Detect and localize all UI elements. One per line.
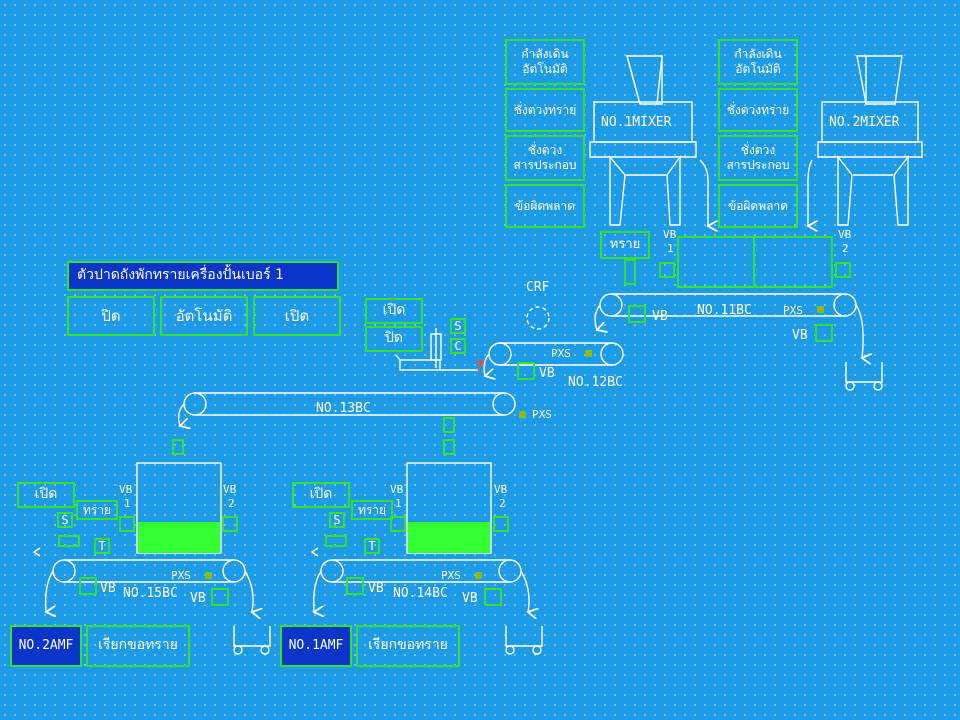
vb2-num-11bc: 2 (842, 242, 849, 255)
c-indicator-cylinder: C (450, 338, 466, 354)
gate-panel-title: ตัวปาดถังพักทรายเครื่องปั้นเบอร์ 1 (67, 261, 339, 291)
amf1-vb-label-left: VB (368, 581, 384, 596)
pxs-label-11bc: PXS (783, 304, 803, 317)
amf2-vb1-num: 1 (124, 497, 131, 510)
pxs-indicator-13bc (519, 411, 526, 418)
amf1-vb1-label: VB (390, 483, 404, 496)
amf2-request-sand-button[interactable]: เรียกขอทราย (86, 625, 190, 667)
mixer1-status-auto: กำลังเดิน อัตโนมัติ (505, 39, 585, 85)
amf2-vb-indicator-left (79, 577, 97, 595)
vb1-num-11bc: 1 (667, 242, 674, 255)
amf1-vb-label-right: VB (462, 591, 478, 606)
amf1-sand-level (408, 522, 490, 553)
amf2-vb-label-left: VB (100, 581, 116, 596)
amf1-button[interactable]: NO.1AMF (280, 625, 352, 667)
amf2-pxs-indicator (205, 572, 212, 579)
vb2-indicator-11bc (835, 262, 851, 278)
amf1-sand-label: ทราย (351, 500, 393, 520)
cylinder-close-button[interactable]: ปิด (365, 326, 423, 352)
amf2-chute-indicator (172, 439, 184, 455)
mixer1-label: NO.1MIXER (601, 115, 672, 130)
amf2-vb1-indicator (119, 516, 135, 532)
amf1-s-indicator: S (329, 512, 345, 528)
amf1-vb-indicator-right (484, 588, 502, 606)
mixer1-weigh-ingredient: ชั่งตวง สารประกอบ (505, 135, 585, 181)
gate-close-button[interactable]: ปิด (67, 296, 155, 336)
bc13-label: NO.13BC (316, 401, 371, 416)
amf1-chute-indicator (443, 439, 455, 455)
amf2-pxs-label: PXS (171, 569, 191, 582)
amf2-cylinder (58, 535, 80, 547)
amf1-vb1-indicator (390, 516, 406, 532)
mixer2-error: ข้อผิดพลาด (718, 184, 798, 228)
amf2-button[interactable]: NO.2AMF (10, 625, 82, 667)
sand-gate-indicator (624, 259, 636, 285)
amf2-vb2-indicator (222, 516, 238, 532)
mixer2-weigh-sand: ชั่งตวงทราย (718, 88, 798, 132)
bc12-label: NO.12BC (568, 375, 623, 390)
amf2-sand-level (138, 522, 220, 553)
pxs-label-13bc: PXS (532, 408, 552, 421)
amf1-pxs-label: PXS (441, 569, 461, 582)
amf1-cylinder (325, 535, 347, 547)
conveyor-13bc-drawing (177, 392, 516, 426)
amf1-request-sand-button[interactable]: เรียกขอทราย (356, 625, 460, 667)
amf2-vb2-num: 2 (228, 497, 235, 510)
pxs-indicator-12bc (585, 350, 592, 357)
bc15-label: NO.15BC (123, 586, 178, 601)
vb-indicator-11bc-right (815, 324, 833, 342)
amf1-t-indicator: T (364, 538, 380, 554)
amf2-vb-label-right: VB (190, 591, 206, 606)
mixer2-weigh-ingredient: ชั่งตวง สารประกอบ (718, 135, 798, 181)
vb-indicator-11bc-left (628, 305, 646, 323)
mixer1-error: ข้อผิดพลาด (505, 184, 585, 228)
gate-open-button[interactable]: เปิด (253, 296, 341, 336)
gate-cylinder-drawing (395, 328, 484, 371)
amf1-vb-indicator-left (346, 577, 364, 595)
sand-button-11bc[interactable]: ทราย (600, 231, 650, 259)
cylinder-open-button[interactable]: เปิด (365, 298, 423, 324)
s-indicator-cylinder: S (450, 318, 466, 334)
bc11-label: NO.11BC (697, 303, 752, 318)
vb1-label-11bc: VB (663, 228, 677, 241)
amf1-chute-indicator-top (443, 417, 455, 433)
vb-indicator-12bc (517, 362, 535, 380)
crf-label: CRF (526, 280, 550, 295)
vb-label-11bc-right: VB (792, 328, 808, 343)
amf1-vb1-num: 1 (395, 497, 402, 510)
vb2-label-11bc: VB (838, 228, 852, 241)
mixer-bin-left (677, 236, 755, 288)
vb-label-12bc: VB (539, 366, 555, 381)
mixer2-drawing (808, 55, 923, 226)
amf2-sand-label: ทราย (76, 500, 118, 520)
conveyor-11bc-drawing (594, 293, 883, 391)
amf2-open-button[interactable]: เปิด (17, 482, 75, 508)
amf1-vb2-label: VB (494, 483, 508, 496)
amf2-vb1-label: VB (119, 483, 133, 496)
mixer1-drawing (589, 55, 708, 226)
mixer-bin-right (753, 236, 833, 288)
amf2-s-indicator: S (57, 512, 73, 528)
amf2-t-indicator: T (94, 538, 110, 554)
pxs-indicator-11bc (817, 306, 824, 313)
mixer1-weigh-sand: ชั่งตวงทราย (505, 88, 585, 132)
pxs-label-12bc: PXS (551, 347, 571, 360)
bc14-label: NO.14BC (393, 586, 448, 601)
amf1-pxs-indicator (475, 572, 482, 579)
mixer2-label: NO.2MIXER (829, 115, 900, 130)
mixer2-status-auto: กำลังเดิน อัตโนมัติ (718, 39, 798, 85)
amf1-vb2-num: 2 (499, 497, 506, 510)
amf2-drawing (32, 462, 271, 655)
vb-label-11bc-left: VB (652, 309, 668, 324)
amf2-vb-indicator-right (211, 588, 229, 606)
gate-auto-button[interactable]: อัตโนมัติ (160, 296, 248, 336)
amf1-open-button[interactable]: เปิด (292, 482, 350, 508)
amf2-vb2-label: VB (223, 483, 237, 496)
vb1-indicator-11bc (659, 262, 675, 278)
amf1-vb2-indicator (493, 516, 509, 532)
